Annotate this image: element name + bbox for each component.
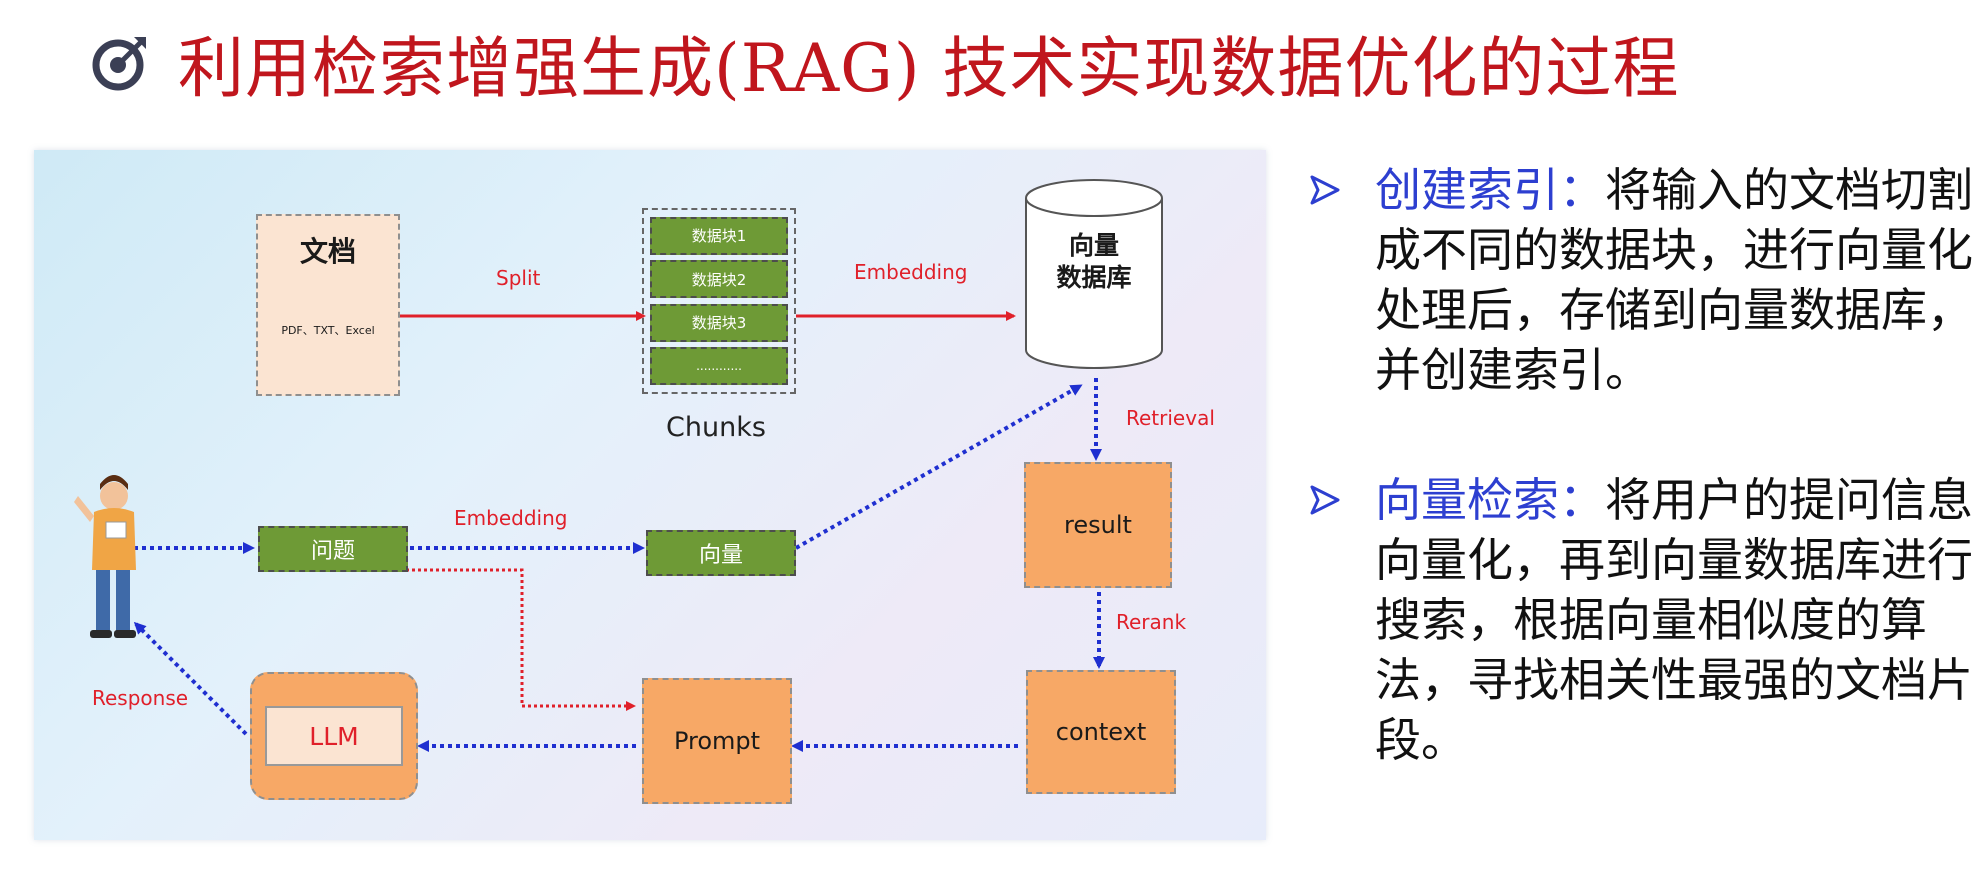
embedding-label-top: Embedding <box>854 260 968 284</box>
llm-node: LLM <box>250 672 418 800</box>
arrow-bullet-icon <box>1310 485 1340 515</box>
target-icon <box>92 37 146 91</box>
question-node: 问题 <box>258 526 408 572</box>
vector-db-node: 向量 数据库 <box>1026 230 1162 294</box>
page-title: 利用检索增强生成(RAG) 技术实现数据优化的过程 <box>178 30 1680 107</box>
chunk-item: ............ <box>650 347 788 386</box>
retrieval-label: Retrieval <box>1126 406 1215 430</box>
arrow-bullet-icon <box>1310 175 1340 205</box>
vector-to-db-arrow <box>795 384 1083 550</box>
chunk-item: 数据块2 <box>650 260 788 299</box>
rerank-label: Rerank <box>1116 610 1187 634</box>
response-arrow <box>133 621 248 736</box>
context-node: context <box>1026 670 1176 794</box>
note-body: 将用户的提问信息向量化，再到向量数据库进行搜索，根据向量相似度的算法，寻找相关性… <box>1375 473 1973 767</box>
response-label: Response <box>92 686 189 710</box>
vector-db-line2: 数据库 <box>1056 263 1132 292</box>
title-bar: 利用检索增强生成(RAG) 技术实现数据优化的过程 <box>90 18 1680 108</box>
note-create-index: 创建索引：将输入的文档切割成不同的数据块，进行向量化处理后，存储到向量数据库，并… <box>1298 160 1986 400</box>
document-node: 文档 PDF、TXT、Excel <box>256 214 400 396</box>
question-to-prompt-arrow <box>334 568 636 711</box>
notes-panel: 创建索引：将输入的文档切割成不同的数据块，进行向量化处理后，存储到向量数据库，并… <box>1298 160 1986 770</box>
chunks-group: 数据块1 数据块2 数据块3 ............ <box>642 208 796 394</box>
vector-node: 向量 <box>646 530 796 576</box>
rag-diagram: 文档 PDF、TXT、Excel Split 数据块1 数据块2 数据块3 ..… <box>34 150 1266 840</box>
note-head: 创建索引： <box>1375 163 1605 217</box>
user-person-icon <box>74 475 136 638</box>
document-title: 文档 <box>299 235 356 268</box>
note-body: 将输入的文档切割成不同的数据块，进行向量化处理后，存储到向量数据库，并创建索引。 <box>1375 163 1973 397</box>
chunks-label: Chunks <box>666 412 766 443</box>
chunk-item: 数据块1 <box>650 216 788 255</box>
vector-db-cylinder <box>1025 179 1163 369</box>
vector-db-line1: 向量 <box>1068 231 1119 260</box>
prompt-node: Prompt <box>642 678 792 804</box>
chunk-item: 数据块3 <box>650 303 788 342</box>
embedding-label-mid: Embedding <box>454 506 568 530</box>
note-head: 向量检索： <box>1375 473 1605 527</box>
result-node: result <box>1024 462 1172 588</box>
document-types: PDF、TXT、Excel <box>281 324 375 337</box>
split-label: Split <box>496 266 541 290</box>
llm-label: LLM <box>265 706 403 766</box>
note-vector-search: 向量检索：将用户的提问信息向量化，再到向量数据库进行搜索，根据向量相似度的算法，… <box>1298 470 1986 770</box>
diagram-arrows <box>74 179 1163 752</box>
